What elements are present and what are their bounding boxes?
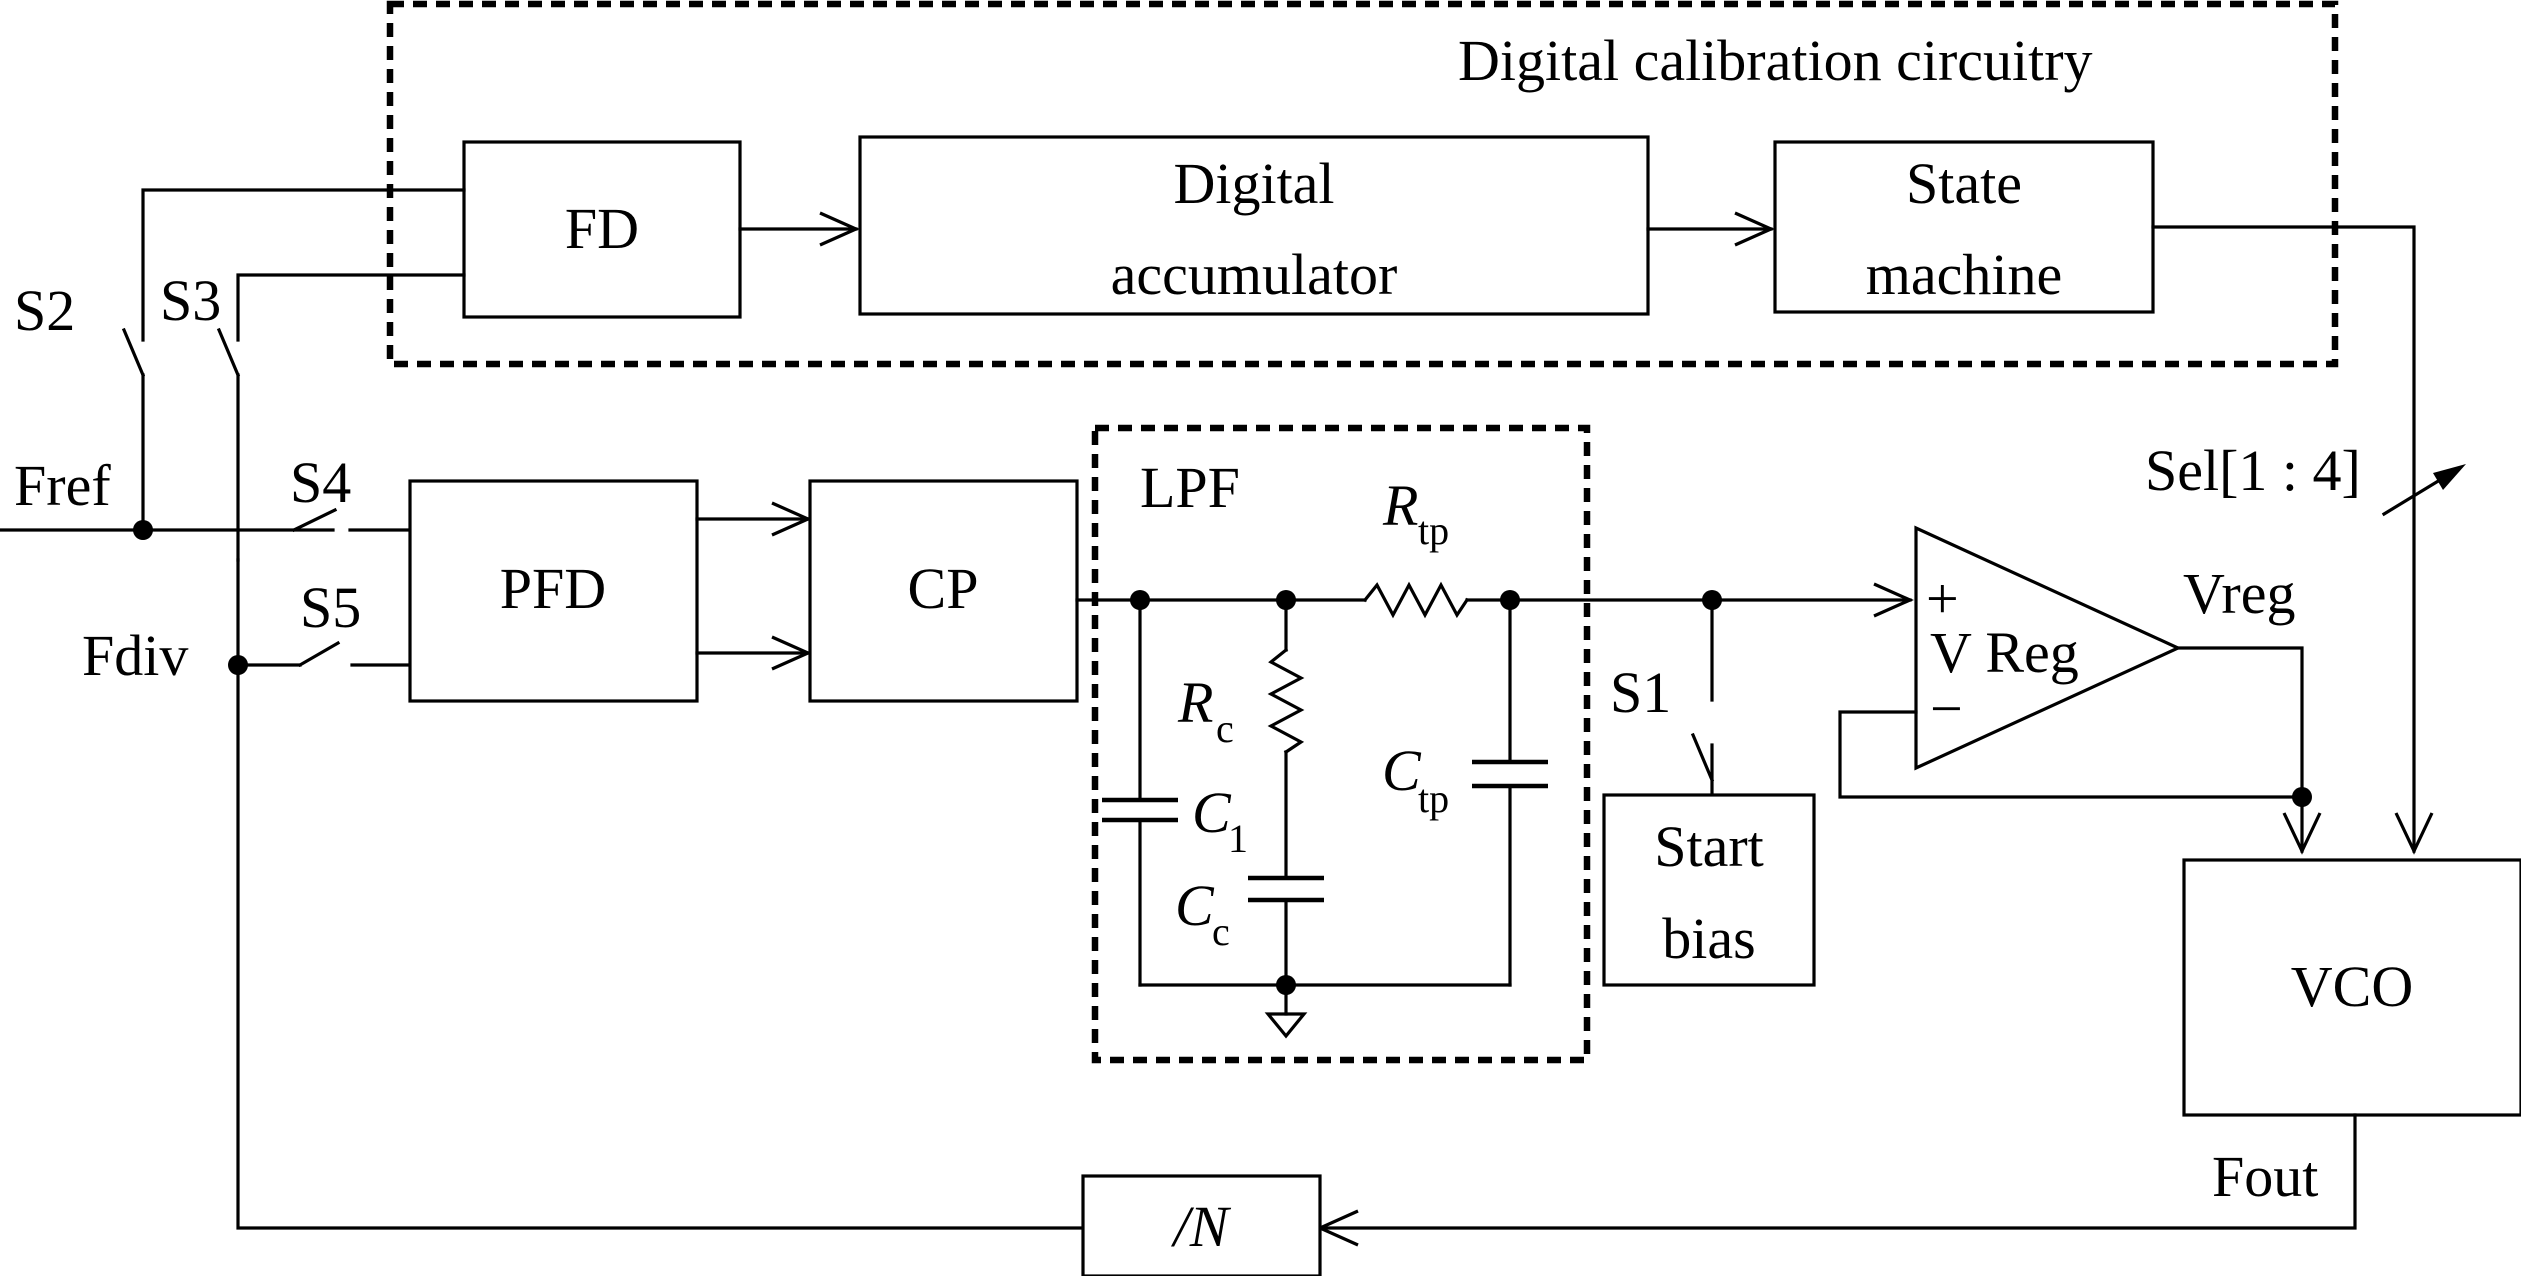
divider-label: /N <box>1171 1194 1232 1259</box>
s2-switch-blade <box>121 327 146 378</box>
state-machine-block: State machine <box>1773 140 2155 314</box>
start-bias-label-line1: Start <box>1654 814 1764 879</box>
cc-label: C <box>1175 873 1215 938</box>
digital-calibration-title: Digital calibration circuitry <box>1458 28 2093 93</box>
ctp-label: C <box>1382 738 1422 803</box>
s2-label: S2 <box>14 278 75 343</box>
s4-label: S4 <box>290 450 351 515</box>
accumulator-label-line2: accumulator <box>1111 242 1398 307</box>
s3-label: S3 <box>160 268 221 333</box>
vreg-minus-sign: − <box>1930 676 1963 741</box>
pfd-up-arrowhead <box>771 501 812 537</box>
state-machine-label-line1: State <box>1906 151 2022 216</box>
s2-upper-wire <box>141 188 466 342</box>
vco-block: VCO <box>2182 858 2521 1117</box>
fout-wire <box>1318 1113 2357 1230</box>
fd-to-accumulator-arrowhead <box>819 211 860 247</box>
digital-calibration-region <box>386 0 2339 368</box>
sel-label: Sel[1 : 4] <box>2145 438 2361 503</box>
divider-block: /N <box>1081 1174 1322 1276</box>
pfd-block: PFD <box>408 479 699 703</box>
s5-switch-blade <box>297 640 341 668</box>
rtp-resistor <box>1362 581 1470 619</box>
vreg-input-arrowhead <box>1873 582 1914 618</box>
vreg-output-wire <box>2176 646 2304 853</box>
cc-subscript: c <box>1212 909 1230 954</box>
s4-switch-blade <box>291 507 338 533</box>
s3-upper-wire <box>236 273 466 342</box>
fd-label: FD <box>565 196 639 261</box>
vco-label: VCO <box>2291 954 2413 1019</box>
accumulator-label-line1: Digital <box>1173 151 1334 216</box>
s1-label: S1 <box>1610 660 1671 725</box>
state-machine-label-line2: machine <box>1866 242 2062 307</box>
pfd-down-arrowhead <box>771 635 812 671</box>
fdiv-label: Fdiv <box>82 623 188 688</box>
sel-bus-slash-arrowhead <box>2433 464 2466 490</box>
cp-block: CP <box>808 479 1079 703</box>
rc-label: R <box>1177 670 1213 735</box>
c1-subscript: 1 <box>1228 816 1248 861</box>
start-bias-block: Start bias <box>1602 793 1816 987</box>
ground-symbol-icon <box>1264 1012 1308 1039</box>
fdiv-feedback-wire <box>236 558 1085 1230</box>
sel-bus-wire <box>2151 225 2416 853</box>
vreg-amplifier <box>1914 525 2182 771</box>
rtp-subscript: tp <box>1418 508 1449 553</box>
lpf-region <box>1091 424 1591 1064</box>
digital-accumulator-block: Digital accumulator <box>858 135 1650 316</box>
accumulator-to-state-arrowhead <box>1734 211 1775 247</box>
vreg-amplifier-label: V Reg <box>1930 620 2079 685</box>
fref-label: Fref <box>14 453 111 518</box>
vreg-label: Vreg <box>2183 561 2295 626</box>
rc-resistor <box>1267 647 1305 755</box>
s1-switch-blade <box>1690 732 1715 783</box>
vreg-to-vco-arrowhead <box>2282 812 2322 855</box>
pfd-label: PFD <box>500 556 606 621</box>
rc-subscript: c <box>1216 706 1234 751</box>
start-bias-label-line2: bias <box>1662 906 1755 971</box>
c1-label: C <box>1192 780 1232 845</box>
fd-block: FD <box>462 140 742 319</box>
sel-bus-slash <box>2381 477 2443 517</box>
fout-label: Fout <box>2212 1144 2318 1209</box>
vreg-plus-sign: + <box>1926 566 1959 631</box>
lpf-title: LPF <box>1140 455 1240 520</box>
rtp-label: R <box>1382 473 1418 538</box>
sel-bus-arrowhead <box>2394 812 2434 855</box>
s3-switch-blade <box>216 327 241 378</box>
cp-label: CP <box>908 556 979 621</box>
vreg-feedback-wire <box>1838 710 2304 799</box>
s5-label: S5 <box>300 575 361 640</box>
ctp-subscript: tp <box>1418 776 1449 821</box>
